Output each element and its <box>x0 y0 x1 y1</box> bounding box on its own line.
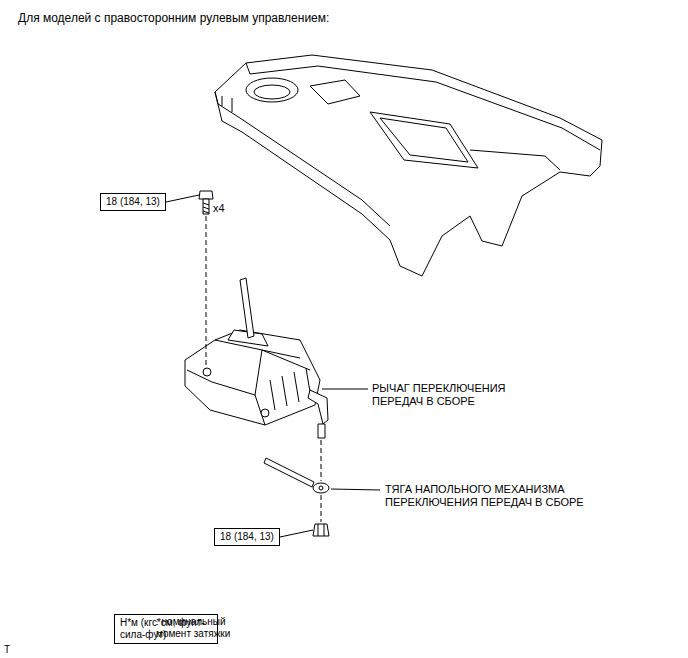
shift-lever-assembly <box>185 330 320 425</box>
quantity: x4 <box>213 202 225 215</box>
torque-box: 18 (184, 13) <box>100 193 166 211</box>
shift-arm <box>308 390 328 424</box>
shift-lever-detail <box>187 340 310 425</box>
cup-holder <box>370 112 478 168</box>
bolt-thread <box>203 203 209 213</box>
leader-line <box>166 195 199 202</box>
link-rod-eye <box>319 486 323 490</box>
console-tab <box>222 96 232 112</box>
torque-value: 18 (184, 13) <box>106 196 160 208</box>
part-name: РЫЧАГ ПЕРЕКЛЮЧЕНИЯ ПЕРЕДАЧ В СБОРЕ <box>372 382 517 408</box>
assembly-line <box>321 495 322 522</box>
link-rod-eye <box>313 483 329 493</box>
link-rod <box>264 458 314 487</box>
console-edge <box>470 150 560 170</box>
shift-arm-pin <box>318 424 325 438</box>
console-opening <box>254 85 290 99</box>
legend-note: : номинальный момент затяжки <box>156 616 246 640</box>
bolt <box>203 199 209 214</box>
center-console <box>215 55 602 276</box>
assembly-line <box>321 440 322 481</box>
assembly-line <box>206 216 207 366</box>
mount-hole <box>261 409 269 417</box>
leader-line <box>280 530 313 537</box>
shift-lever-rod <box>240 278 254 338</box>
part-name: ТЯГА НАПОЛЬНОГО МЕХАНИЗМА ПЕРЕКЛЮЧЕНИЯ П… <box>385 483 595 509</box>
title: Для моделей с правосторонним рулевым упр… <box>18 12 329 25</box>
torque-box: 18 (184, 13) <box>214 528 280 546</box>
nut-edge <box>318 524 324 536</box>
leader-line <box>331 489 380 490</box>
mount-hole <box>203 368 211 376</box>
leader-line <box>322 389 368 390</box>
console-opening <box>246 78 298 102</box>
console-edge <box>215 63 600 226</box>
figure-code: T <box>4 644 10 656</box>
shift-lever-rib <box>270 368 311 410</box>
console-opening <box>310 80 360 104</box>
torque-value: 18 (184, 13) <box>220 531 274 543</box>
nut <box>313 524 329 536</box>
cup-holder <box>380 118 468 162</box>
bolt <box>199 191 213 199</box>
